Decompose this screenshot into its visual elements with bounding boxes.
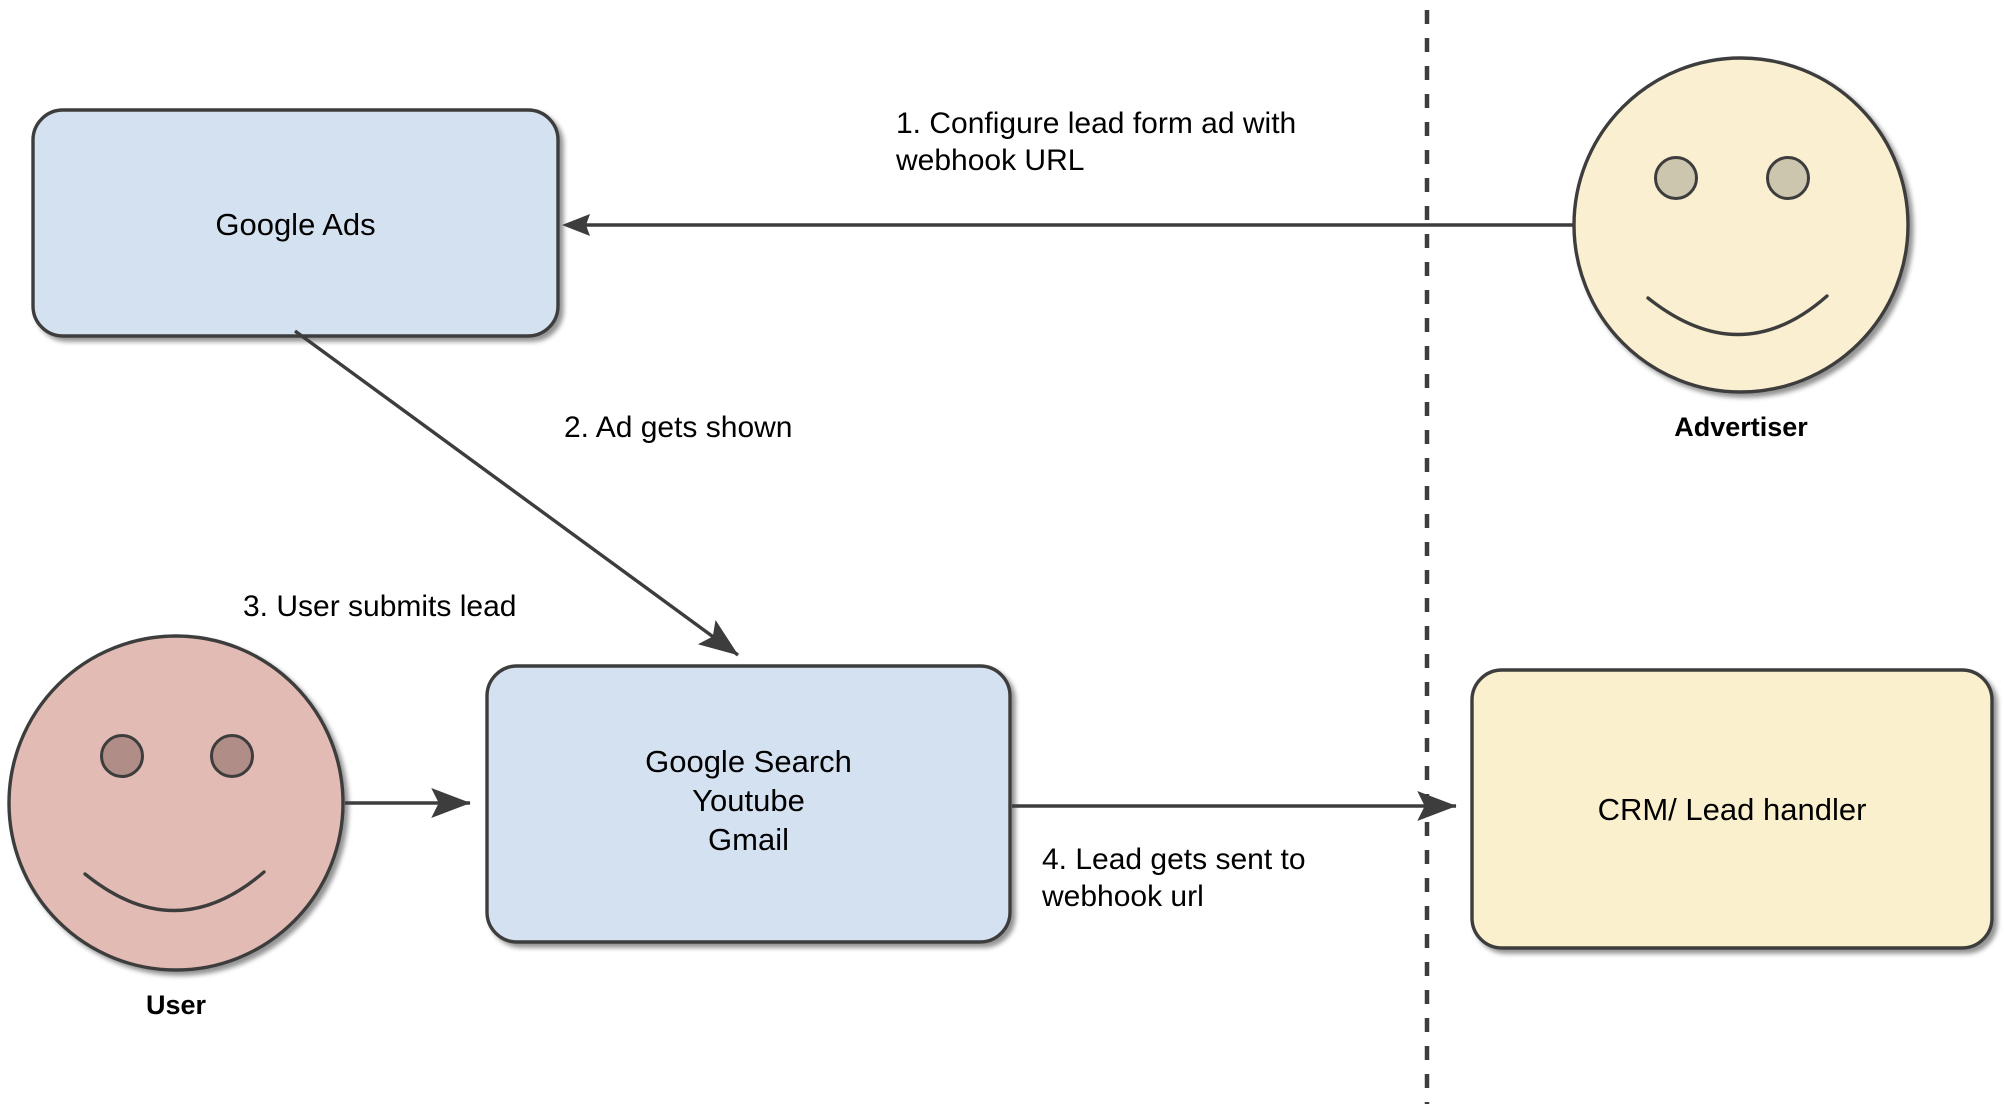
advertiser-left-eye-icon	[1654, 156, 1698, 200]
advertiser-right-eye-icon	[1766, 156, 1810, 200]
node-crm-lead-handler[interactable]	[1470, 668, 1994, 950]
user-left-eye-icon	[100, 734, 144, 778]
user-face-icon	[7, 634, 345, 972]
advertiser-face-icon	[1572, 56, 1910, 394]
node-google-surfaces[interactable]	[485, 664, 1012, 944]
node-user-caption: User	[145, 990, 207, 1020]
edge-2-label: 2. Ad gets shown	[564, 411, 793, 444]
node-advertiser[interactable]	[1572, 56, 1910, 394]
user-right-eye-icon	[210, 734, 254, 778]
edge-3-label: 3. User submits lead	[243, 590, 517, 623]
node-user[interactable]	[7, 634, 345, 972]
node-advertiser-caption: Advertiser	[1674, 412, 1808, 442]
edge-1-label: 1. Configure lead form ad with webhook U…	[896, 107, 1297, 177]
edge-1-advertiser-to-google-ads	[562, 214, 1574, 236]
node-google-ads[interactable]	[31, 108, 560, 338]
user-smile-icon	[83, 870, 266, 913]
edge-2-google-ads-to-surfaces	[293, 329, 740, 657]
advertiser-smile-icon	[1646, 294, 1829, 337]
edge-4-label: 4. Lead gets sent to webhook url	[1042, 843, 1306, 913]
